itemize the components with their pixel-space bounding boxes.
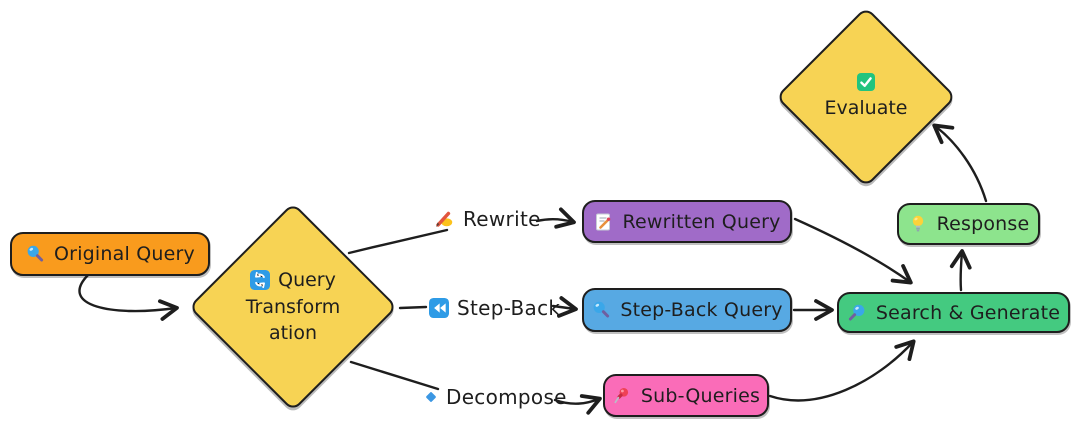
node-label: Search & Generate <box>875 301 1061 324</box>
branch-label-step-back[interactable]: Step-Back <box>429 292 560 324</box>
search-icon <box>591 300 611 320</box>
node-evaluate[interactable]: Evaluate <box>775 6 957 188</box>
node-label: Step-Back Query <box>620 299 783 321</box>
diamond-text: Evaluate <box>804 35 928 159</box>
node-label: Evaluate <box>824 96 908 119</box>
node-label: Original Query <box>54 243 195 265</box>
search-icon <box>25 244 45 264</box>
node-original-query[interactable]: Original Query <box>10 232 210 276</box>
arrow-sub-queries-to-search[interactable] <box>768 339 916 402</box>
line-transformation-to-rewrite[interactable] <box>347 228 449 255</box>
branch-label-rewrite[interactable]: Rewrite <box>433 203 541 235</box>
arrow-rewritten-query-to-search[interactable] <box>793 217 913 285</box>
node-response[interactable]: Response <box>897 203 1040 245</box>
diamond-text: Query Transform ation <box>221 235 365 379</box>
arrow-rewrite-to-rewritten-query[interactable] <box>535 207 576 229</box>
light-bulb-icon <box>908 214 928 234</box>
pushpin-icon <box>612 386 632 406</box>
arrow-stepback-to-stepback-query[interactable] <box>551 296 578 318</box>
arrow-search-to-response[interactable] <box>949 249 972 292</box>
node-label: Sub-Queries <box>640 384 761 407</box>
small-blue-diamond-icon <box>424 390 438 404</box>
branch-label-decompose[interactable]: Decompose <box>424 380 567 414</box>
magnifier-icon <box>847 303 867 323</box>
arrow-original-to-transformation[interactable] <box>78 273 179 321</box>
branch-label-text: Rewrite <box>463 207 541 231</box>
node-query-transformation[interactable]: Query Transform ation <box>188 202 398 412</box>
arrow-decompose-to-sub-queries[interactable] <box>553 394 602 415</box>
node-rewritten-query[interactable]: Rewritten Query <box>582 200 792 243</box>
node-label: Rewritten Query <box>622 210 781 233</box>
arrow-response-to-evaluate[interactable] <box>932 123 988 203</box>
diamond-line-1: Query <box>278 269 336 292</box>
node-sub-queries[interactable]: Sub-Queries <box>603 374 769 417</box>
rewind-icon <box>429 298 449 318</box>
node-search-generate[interactable]: Search & Generate <box>837 292 1070 333</box>
branch-label-text: Step-Back <box>457 296 561 320</box>
node-label: Response <box>936 213 1030 235</box>
line-transformation-to-stepback[interactable] <box>398 305 428 310</box>
writing-hand-icon <box>433 208 455 230</box>
diamond-line-3: ation <box>268 322 318 345</box>
memo-icon <box>593 212 613 232</box>
node-step-back-query[interactable]: Step-Back Query <box>582 288 792 332</box>
line-transformation-to-decompose[interactable] <box>349 360 440 391</box>
check-mark-icon <box>857 72 875 91</box>
counterclockwise-arrows-icon <box>250 270 271 291</box>
diamond-line-2: Transform <box>245 295 341 318</box>
branch-label-text: Decompose <box>446 385 567 409</box>
